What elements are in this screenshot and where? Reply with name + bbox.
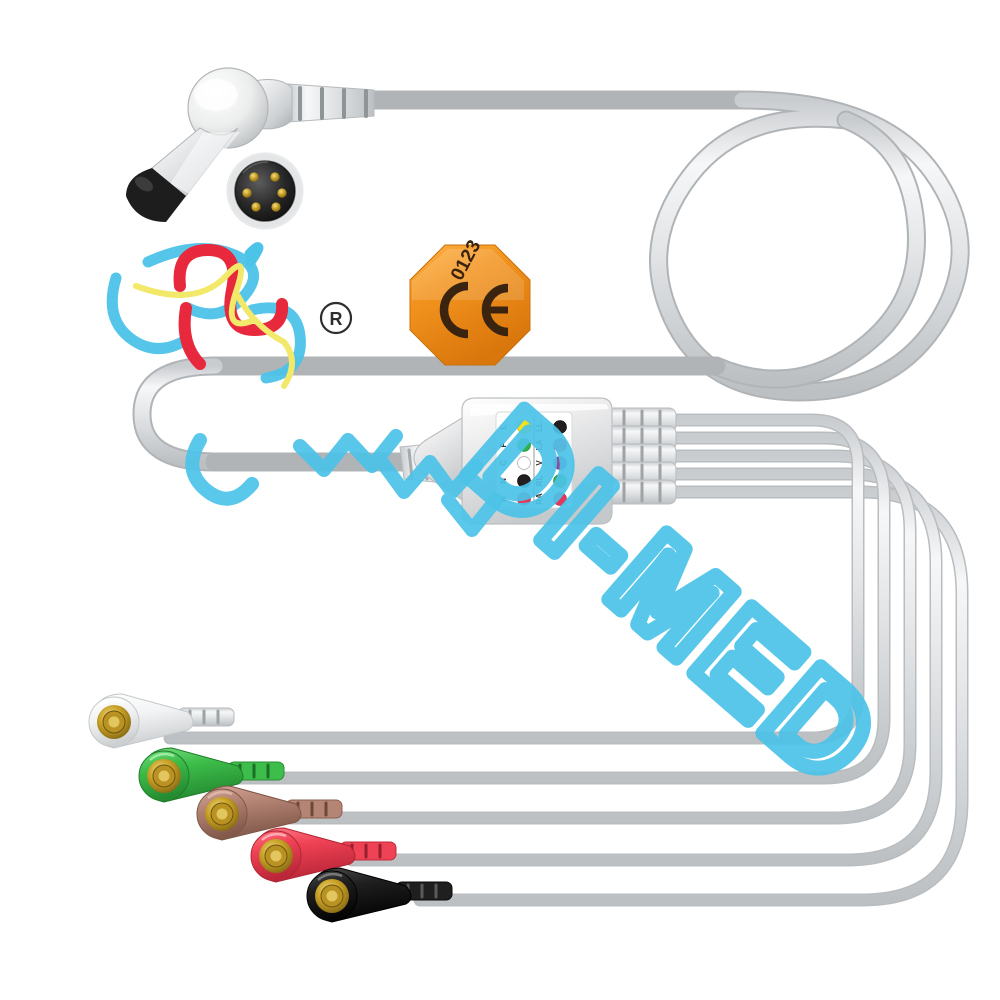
electrode-connector-red — [250, 827, 356, 883]
lead-label-aha-3: RL — [535, 476, 544, 487]
lead-label-aha-1: LA — [535, 439, 544, 450]
lead-label-iec-1: F — [499, 442, 508, 447]
lead-dot-iec-2 — [517, 456, 531, 470]
lead-dot-iec-0 — [517, 420, 531, 434]
lead-dot-iec-4 — [517, 492, 531, 506]
ce-mark-glyph — [439, 281, 509, 339]
lead-label-aha-2: V — [535, 460, 544, 466]
electrode-connector-white — [88, 693, 194, 749]
lead-dot-aha-2 — [553, 456, 567, 470]
svg-text:DI-MED: DI-MED — [442, 383, 906, 813]
electrode-connector-green — [138, 747, 244, 803]
svg-text:R: R — [330, 309, 343, 329]
lead-label-aha-0: LL — [535, 422, 544, 432]
lead-dots-iec — [517, 420, 531, 506]
lead-label-iec-2: C — [499, 460, 508, 466]
connector-pin-socket — [226, 152, 304, 230]
electrode-connector-black — [306, 867, 412, 923]
lead-label-iec-0: L — [499, 424, 508, 429]
lead-dot-aha-1 — [553, 438, 567, 452]
trunk-cable — [132, 90, 970, 472]
lead-dot-aha-0 — [553, 420, 567, 434]
lead-dot-aha-3 — [553, 474, 567, 488]
connector-pins — [242, 172, 287, 212]
lead-label-aha-4: RA — [535, 493, 544, 505]
lead-dot-iec-3 — [517, 474, 531, 488]
registered-trademark-icon: R — [319, 301, 353, 335]
leadwire-routes — [163, 413, 969, 907]
brand-watermark-text: DI-MED — [434, 376, 913, 821]
lead-dots-aha — [553, 420, 567, 506]
lead-label-iec-4: R — [499, 496, 508, 502]
lead-label-iec-3: N — [499, 478, 508, 484]
electrode-connector-brown — [196, 785, 302, 841]
watermark-flourish — [185, 429, 503, 537]
lead-dot-iec-1 — [517, 438, 531, 452]
lead-dot-aha-4 — [553, 492, 567, 506]
company-logo-mark — [106, 242, 306, 389]
